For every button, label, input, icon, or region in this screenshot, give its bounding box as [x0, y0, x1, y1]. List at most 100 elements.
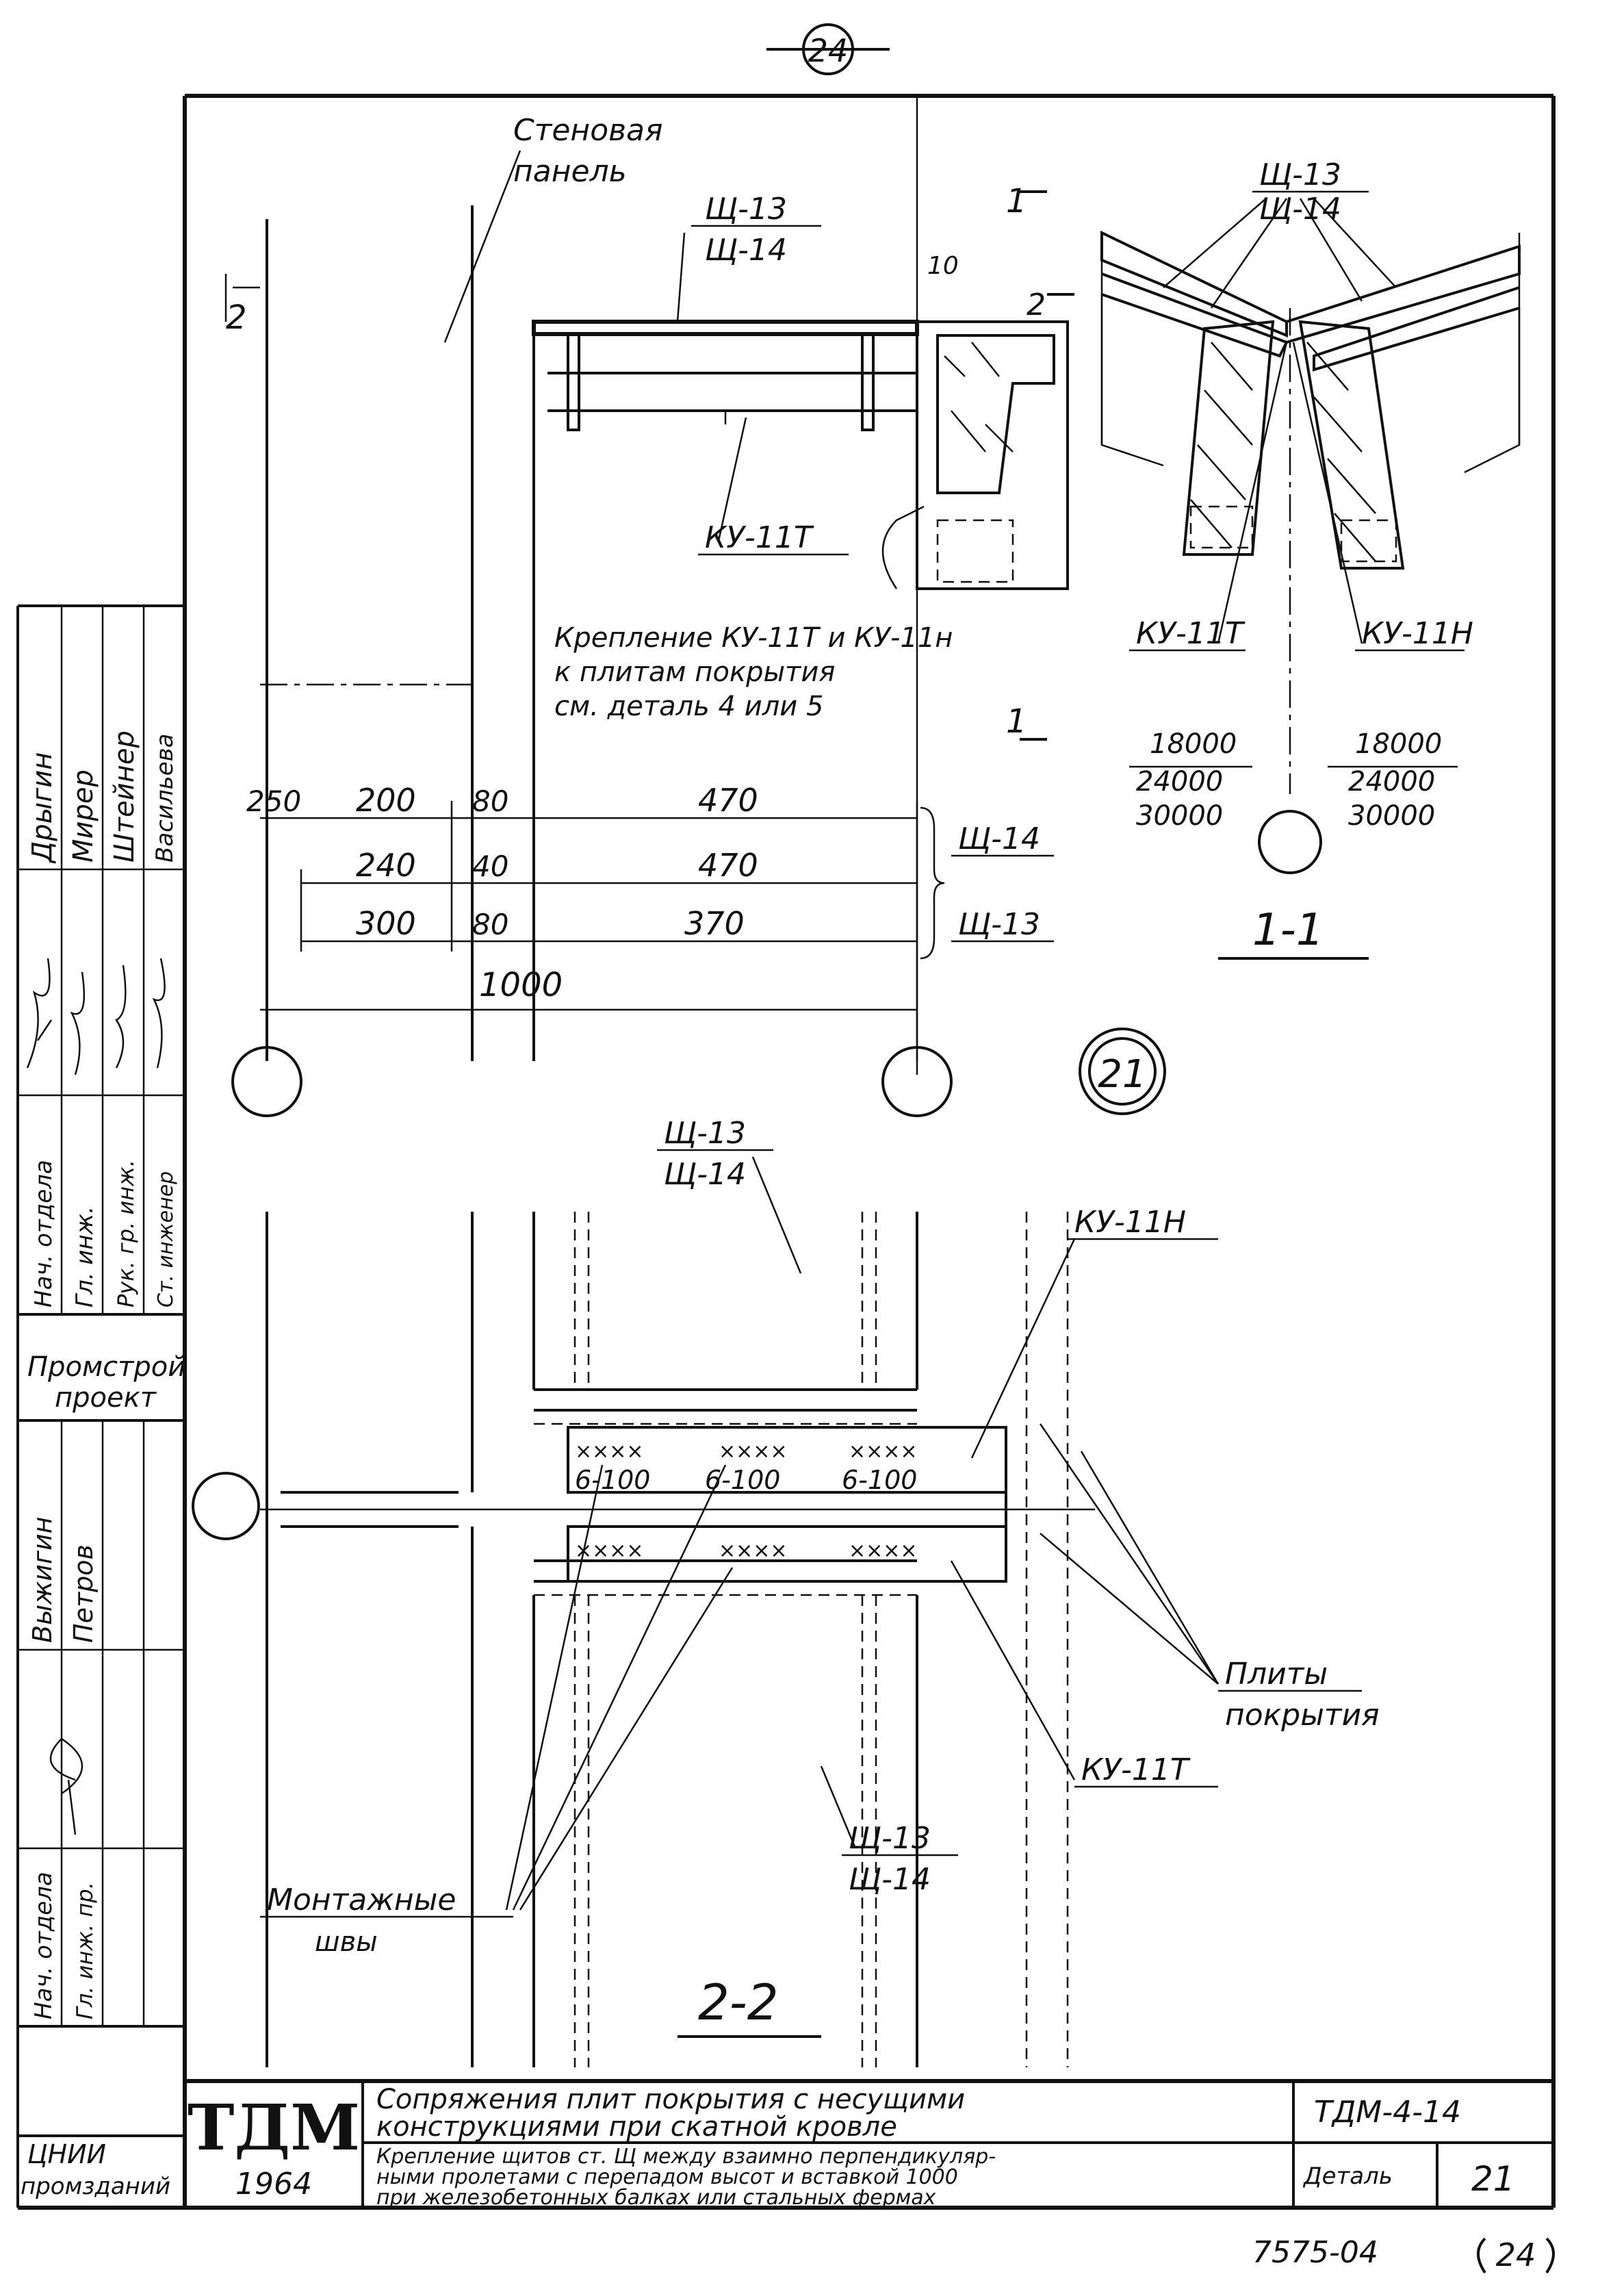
weld-crosses-2: ××××: [719, 1440, 788, 1464]
footer-brackets: [1477, 2237, 1555, 2274]
s22-shield-13-top: Щ-13: [664, 1116, 746, 1151]
weld-crosses-6: ××××: [849, 1539, 918, 1563]
plates-label-1: Плиты: [1225, 1657, 1328, 1692]
year: 1964: [235, 2167, 312, 2202]
mark-10: 10: [927, 252, 959, 280]
weld-label-1: 6-100: [575, 1465, 650, 1495]
s22-shield-14-top: Щ-14: [664, 1157, 746, 1192]
dim-total: 1000: [479, 966, 563, 1004]
stamp-name-3: Штейнер: [109, 730, 140, 863]
s11-shield-13: Щ-13: [1259, 157, 1341, 192]
shield-14-label-top: Щ-14: [705, 233, 787, 268]
dim-row2-a: 240: [356, 847, 416, 884]
span-right-2: 24000: [1348, 766, 1435, 798]
dim-row1-b: 200: [356, 782, 416, 819]
stamp-name-6: Петров: [68, 1544, 99, 1643]
concrete-hatch: [944, 342, 1014, 452]
wall-panel-label-2: панель: [513, 154, 627, 189]
detail-number: 21: [1471, 2159, 1515, 2199]
signature-4: [152, 958, 166, 1069]
desc-line-3: при железобетонных балках или стальных ф…: [376, 2186, 936, 2210]
s11-ku-11t: КУ-11Т: [1136, 616, 1246, 651]
elevation-view: 2 1 1 2 10 Стеновая панель Щ-13 Щ-14: [224, 96, 1074, 1061]
beam-right-hatch: [1306, 342, 1376, 562]
beam-left: [1182, 320, 1275, 556]
s11-shield-14: Щ-14: [1259, 192, 1341, 227]
section-mark-1-bottom: 1: [1006, 702, 1027, 741]
org-2: промзданий: [21, 2173, 170, 2200]
span-right-3: 30000: [1348, 800, 1435, 832]
svg-text:21: 21: [1098, 1052, 1146, 1097]
stamp-role-4: Ст. инженер: [154, 1171, 178, 1308]
detail-number-circle: 21: [1079, 1028, 1166, 1115]
section-mark-2-left: 2: [226, 298, 247, 337]
stamp-name-4: Васильева: [151, 733, 179, 863]
stamp-role-5: Нач. отдела: [30, 1872, 57, 2019]
dim-row1-d: 470: [698, 782, 758, 819]
weld-label-3: 6-100: [842, 1465, 917, 1495]
beam-right: [1298, 320, 1405, 570]
weld-crosses-5: ××××: [719, 1539, 788, 1563]
stamp-org-2: проект: [55, 1382, 157, 1414]
s11-ku-11n: КУ-11Н: [1362, 616, 1473, 651]
s22-shield-14-bottom: Щ-14: [849, 1862, 931, 1897]
fastening-note-3: см. деталь 4 или 5: [554, 691, 823, 722]
signature-2: [70, 971, 86, 1075]
dim-row2-c: 470: [698, 847, 758, 884]
fastening-note-2: к плитам покрытия: [554, 656, 835, 688]
weld-crosses-3: ××××: [849, 1440, 918, 1464]
s22-ku-11t: КУ-11Т: [1081, 1752, 1191, 1787]
section-2-2: ×××× ×××× ×××× ×××× ×××× ×××× 6-100 6-10…: [192, 1116, 1380, 2067]
seams-label-2: швы: [315, 1926, 378, 1958]
footer: 7575-04 24: [1252, 2235, 1555, 2274]
stamp-name-5: Выжигин: [27, 1516, 57, 1643]
sheet-frame: [18, 94, 1556, 2210]
s22-ku-11n: КУ-11Н: [1074, 1205, 1186, 1240]
seams-label-1: Монтажные: [267, 1883, 456, 1917]
detail-label: Деталь: [1302, 2163, 1393, 2190]
signature-5: [49, 1737, 83, 1835]
span-right-1: 18000: [1355, 728, 1442, 760]
side-stamp: Дрыгин Мирер Штейнер Васильева Нач. отде…: [16, 604, 185, 2208]
stamp-role-3: Рук. гр. инж.: [113, 1160, 139, 1308]
dim-row2-b: 40: [472, 850, 508, 883]
desc-line-1: Крепление щитов ст. Щ между взаимно перп…: [376, 2145, 996, 2169]
wall-panel-label-1: Стеновая: [513, 113, 662, 148]
dim-row1-a: 250: [246, 785, 301, 818]
beam-left-hatch: [1190, 342, 1253, 548]
stamp-role-6: Гл. инж. пр.: [72, 1882, 98, 2019]
shield-13-label-top: Щ-13: [705, 192, 787, 227]
weld-crosses-1: ××××: [575, 1440, 644, 1464]
section-mark-1-top: 1: [1006, 182, 1027, 220]
org-1: ЦНИИ: [27, 2139, 106, 2169]
section-title-1-1: 1-1: [1252, 905, 1324, 956]
dim-shield-13: Щ-13: [958, 907, 1040, 942]
dim-row3-b: 80: [472, 908, 508, 941]
desc-line-2: ными пролетами с перепадом высот и встав…: [376, 2165, 958, 2189]
dim-row1-c: 80: [472, 785, 508, 818]
dim-row3-a: 300: [356, 905, 416, 942]
dim-row3-c: 370: [684, 905, 745, 942]
section-1-1: Щ-13 Щ-14 КУ-11Т КУ-11Н 18000 24000 3000…: [1100, 157, 1521, 960]
footer-code: 7575-04: [1252, 2235, 1378, 2270]
doc-code: ТДМ-4-14: [1314, 2095, 1461, 2130]
svg-text:24: 24: [808, 32, 849, 69]
stamp-role-2: Гл. инж.: [71, 1206, 99, 1308]
signature-3: [115, 965, 127, 1069]
signature-1: [26, 958, 53, 1069]
ku-11t-label-elev: КУ-11Т: [705, 520, 814, 555]
span-left-3: 30000: [1136, 800, 1223, 832]
logo-tdm: ТДМ: [188, 2091, 360, 2165]
stamp-name-1: Дрыгин: [27, 752, 58, 864]
s22-shield-13-bottom: Щ-13: [849, 1821, 931, 1856]
span-left-2: 24000: [1136, 766, 1223, 798]
section-title-2-2: 2-2: [698, 1974, 779, 2031]
fastening-note-1: Крепление КУ-11Т и КУ-11н: [554, 622, 953, 654]
plates-label-2: покрытия: [1225, 1698, 1380, 1733]
stamp-role-1: Нач. отдела: [30, 1160, 57, 1308]
dimension-lines: 250 200 80 470 240 40 470 Щ-14 300 80 37…: [231, 782, 1054, 1117]
title-block: ТДМ 1964 ЦНИИ промзданий Сопряжения плит…: [18, 2079, 1553, 2210]
title-line-2: конструкциями при скатной кровле: [376, 2111, 897, 2143]
sheet-number-top: 24: [766, 23, 890, 75]
